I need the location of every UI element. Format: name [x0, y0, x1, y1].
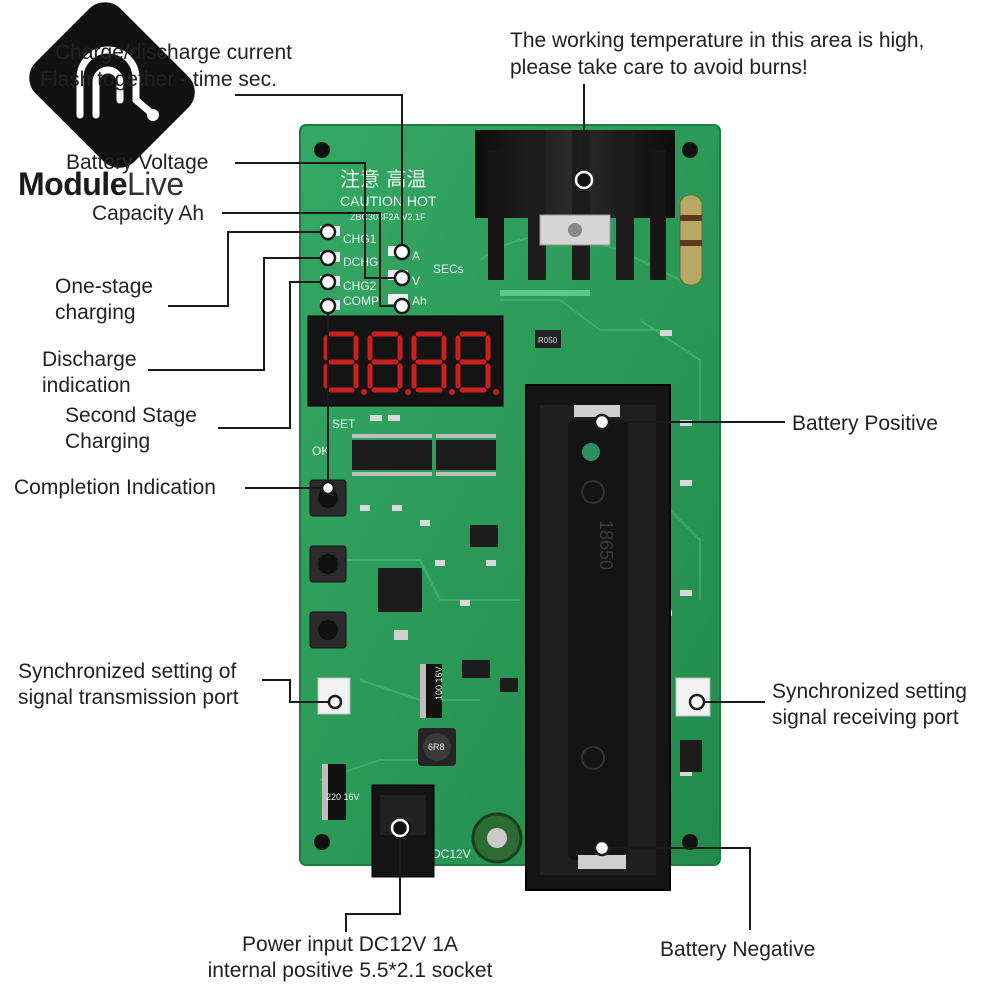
ic-chips [352, 440, 518, 692]
brand-wordmark: ModuleLive [18, 166, 184, 203]
power-resistor [679, 194, 703, 286]
inductor-text: 6R8 [428, 742, 445, 752]
label-one-stage-line1: One-stage [55, 275, 154, 298]
label-capacity: Capacity Ah [92, 202, 205, 225]
label-power-line2: internal positive 5.5*2.1 socket [207, 959, 493, 982]
led-label-chg1: CHG1 [343, 232, 377, 246]
led-label-a: A [412, 249, 420, 263]
label-temperature-line1: The working temperature in this area is … [510, 29, 925, 52]
label-sync-tx-line1: Synchronized setting of [18, 660, 237, 683]
led-label-ah: Ah [412, 294, 427, 308]
heatsink [475, 130, 675, 280]
label-discharge-line1: Discharge [42, 348, 137, 371]
led-label-v: V [412, 274, 420, 288]
label-current-line2: Flash together - time sec. [40, 68, 277, 91]
led-label-comp: COMP [343, 294, 379, 308]
label-battery-negative: Battery Negative [660, 938, 816, 961]
label-one-stage-line2: charging [55, 301, 136, 324]
caution-cn-text: 注意 高温 [340, 167, 426, 191]
ok-text: OK [312, 444, 329, 458]
label-battery-voltage: Battery Voltage [66, 151, 209, 174]
resistor-text: R050 [538, 336, 558, 345]
holder-label-text: 18650 [596, 520, 616, 570]
label-sync-tx-line2: signal transmission port [18, 686, 239, 709]
secs-text: SECs [433, 262, 464, 276]
label-second-stage-line2: Charging [65, 430, 151, 453]
set-text: SET [332, 417, 356, 431]
label-sync-rx-line2: signal receiving port [772, 706, 959, 729]
label-current-line1: Charge/discharge current [55, 41, 292, 64]
label-battery-positive: Battery Positive [792, 412, 938, 435]
capacitors [322, 664, 523, 864]
seven-segment-display [307, 315, 504, 407]
mounting-holes [314, 142, 698, 850]
led-label-chg2: CHG2 [343, 279, 377, 293]
brand-part2: Live [126, 166, 184, 202]
caution-en-text: CAUTION HOT [340, 193, 437, 209]
led-label-dchg: DCHG [343, 255, 378, 269]
label-temperature-line2: please take care to avoid burns! [510, 56, 808, 79]
cap2-text: 100 16V [434, 666, 444, 700]
tactile-buttons [309, 479, 347, 649]
label-discharge-line2: indication [42, 374, 131, 397]
dc-text: DC12V [432, 847, 471, 861]
model-text: ZBC303F2A V2.1F [350, 212, 426, 222]
label-completion: Completion Indication [14, 476, 216, 499]
battery-holder-18650 [525, 384, 671, 891]
brand-part1: Module [18, 166, 127, 202]
brand-logo-mark [29, 2, 195, 168]
inductor [418, 728, 456, 766]
label-second-stage-line1: Second Stage [65, 404, 197, 427]
cap1-text: 220 16V [326, 792, 360, 802]
label-power-line1: Power input DC12V 1A [242, 933, 458, 956]
label-sync-rx-line1: Synchronized setting [772, 680, 967, 703]
